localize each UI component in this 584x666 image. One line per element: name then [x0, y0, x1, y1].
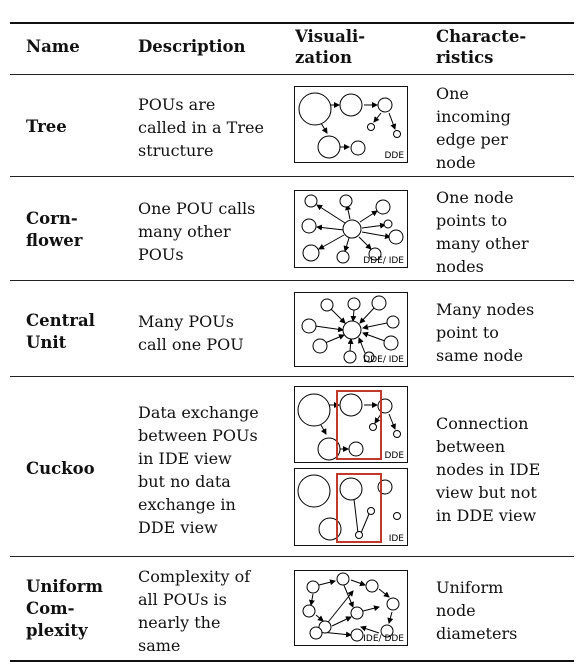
row-rule [10, 280, 574, 281]
row-description: One POU calls many other POUs [138, 199, 256, 264]
cornflower-graph [301, 194, 404, 264]
highlight-box [336, 473, 382, 543]
cuckoo-ide-visualization: IDE [294, 468, 408, 546]
row-characteristics: Connection between nodes in IDE view but… [436, 414, 541, 525]
view-label: IDE [388, 534, 404, 544]
header-rule [10, 74, 574, 75]
row-characteristics: One incoming edge per node [436, 84, 511, 172]
header-characteristics: Characte- ristics [436, 27, 527, 67]
row-description: Many POUs call one POU [138, 312, 244, 354]
row-name: Cuckoo [26, 459, 95, 478]
row-rule [10, 556, 574, 557]
row-name: Tree [26, 117, 67, 136]
central-unit-graph [301, 295, 400, 364]
row-description: POUs are called in a Tree structure [138, 95, 264, 160]
row-characteristics: Uniform node diameters [436, 578, 518, 643]
view-label: DDE [384, 151, 404, 161]
tree-graph [298, 92, 401, 159]
cuckoo-dde-graph [297, 390, 401, 461]
header-name: Name [26, 37, 80, 56]
row-name: Uniform Com- plexity [26, 577, 103, 640]
view-label: IDE/ DDE [363, 634, 404, 644]
top-rule [10, 22, 574, 24]
uniform-complexity-graph [302, 572, 400, 642]
header-visualization: Visuali- zation [295, 27, 366, 67]
row-rule [10, 376, 574, 377]
row-description: Data exchange between POUs in IDE view b… [138, 403, 259, 537]
bottom-rule [10, 660, 574, 662]
row-characteristics: One node points to many other nodes [436, 188, 529, 276]
cornflower-visualization: DDE/ IDE [294, 190, 408, 268]
row-name: Central Unit [26, 311, 95, 352]
uniform-complexity-visualization: IDE/ DDE [294, 570, 408, 646]
row-rule [10, 176, 574, 177]
cuckoo-dde-visualization: DDE [294, 386, 408, 463]
view-label: DDE [384, 451, 404, 461]
view-label: DDE/ IDE [363, 355, 404, 365]
header-description: Description [138, 37, 246, 56]
cuckoo-ide-graph [297, 473, 401, 543]
view-label: DDE/ IDE [363, 256, 404, 266]
row-description: Complexity of all POUs is nearly the sam… [138, 567, 251, 655]
central-unit-visualization: DDE/ IDE [294, 292, 408, 367]
highlight-box [336, 390, 382, 460]
tree-visualization: DDE [294, 86, 408, 163]
row-name: Corn- flower [26, 209, 83, 250]
row-characteristics: Many nodes point to same node [436, 300, 535, 365]
